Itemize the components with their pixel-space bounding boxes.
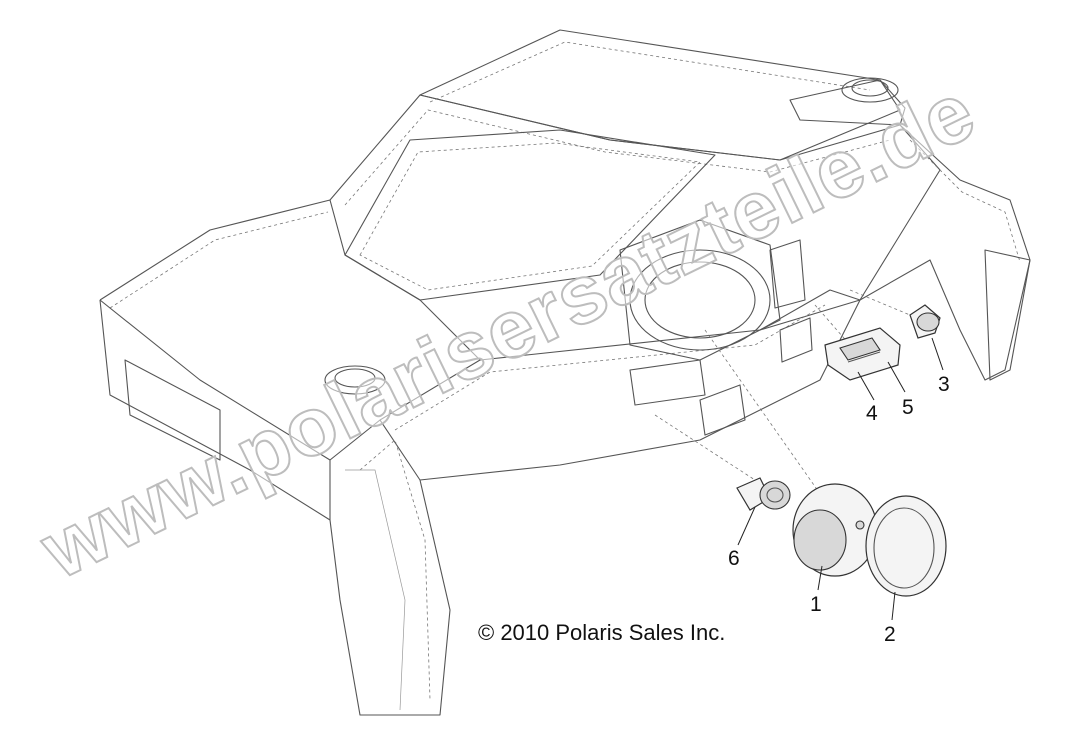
- dashboard-body: [99, 29, 1031, 716]
- callout-4: 4: [866, 402, 878, 425]
- part-1-gauge: [792, 483, 878, 577]
- explosion-lines: [654, 289, 911, 516]
- callout-6: 6: [728, 547, 740, 570]
- part-6-key-switch: [736, 477, 791, 511]
- part-3-plug: [909, 304, 941, 339]
- callouts: 1 2 3 4 5 6: [728, 373, 950, 646]
- leader-lines: [737, 337, 944, 621]
- part-2-bezel-ring: [865, 495, 947, 597]
- callout-3: 3: [938, 373, 950, 396]
- callout-1: 1: [810, 593, 822, 616]
- callout-2: 2: [884, 623, 896, 646]
- callout-5: 5: [902, 396, 914, 419]
- copyright-text: © 2010 Polaris Sales Inc.: [478, 620, 725, 645]
- part-4-5-switch: [824, 327, 901, 381]
